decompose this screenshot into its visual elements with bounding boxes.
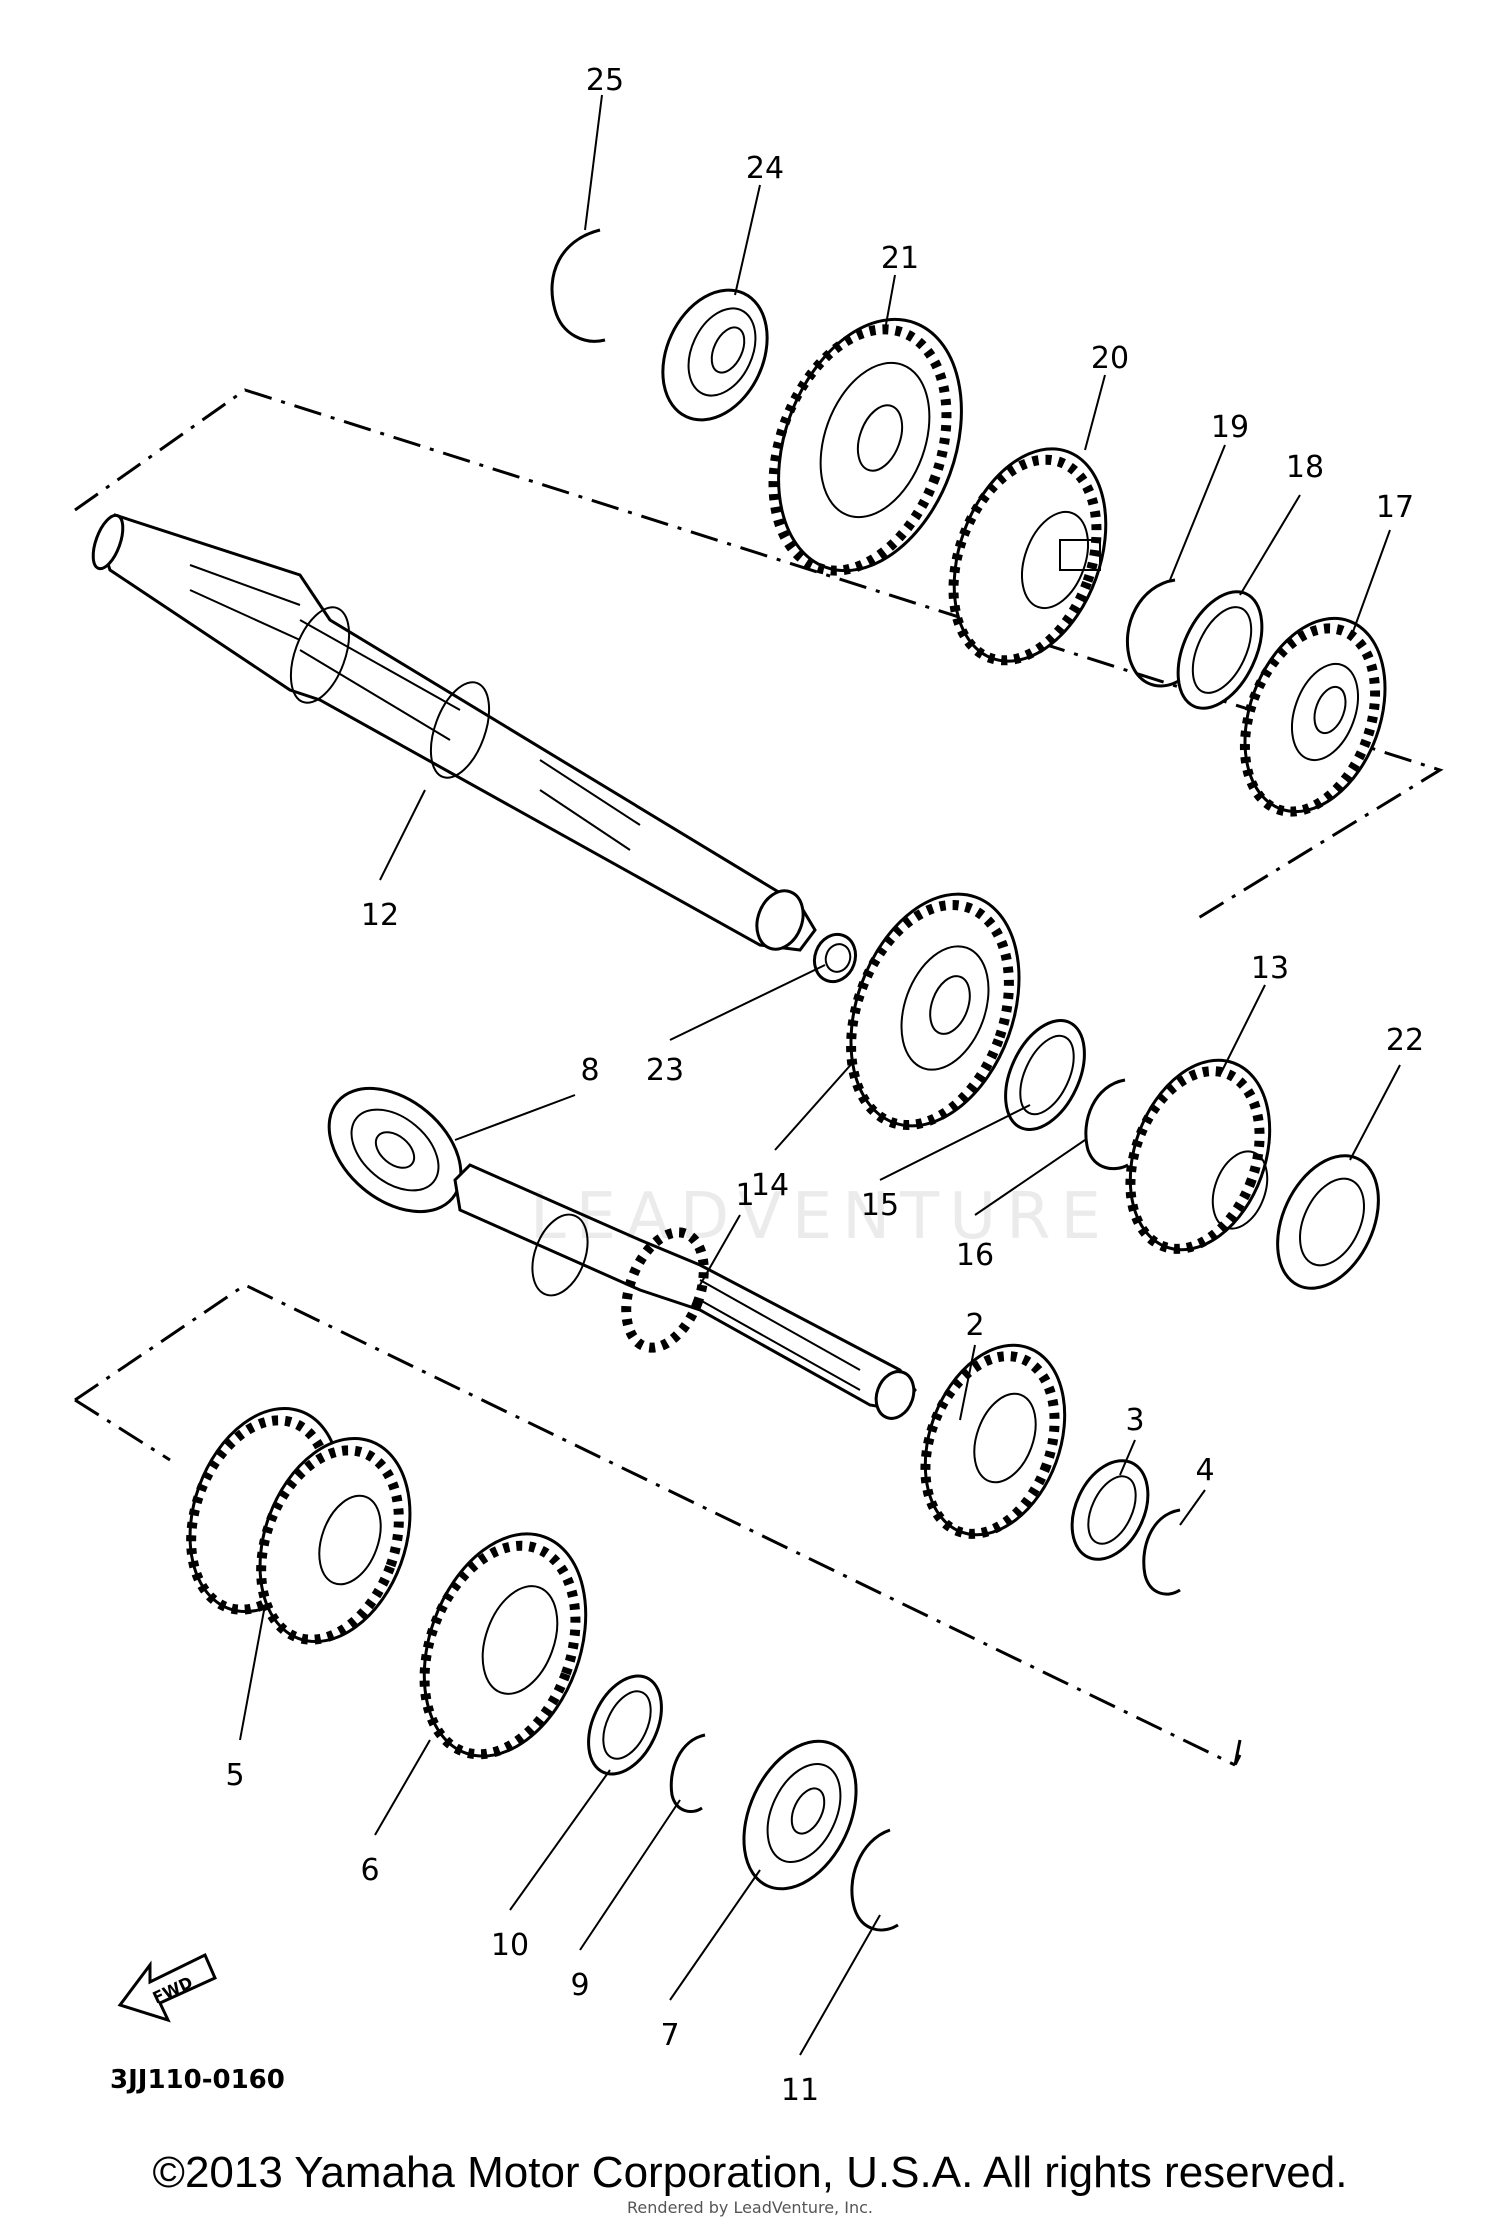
label-12: 12 <box>361 898 399 933</box>
label-8: 8 <box>580 1053 599 1088</box>
diagram-code: 3JJ110-0160 <box>110 2065 285 2095</box>
label-3: 3 <box>1125 1403 1144 1438</box>
label-20: 20 <box>1091 341 1129 376</box>
gear-6 <box>419 1532 588 1760</box>
gear-17 <box>1239 616 1387 817</box>
leader-lines <box>239 94 1401 2056</box>
label-4: 4 <box>1195 1453 1214 1488</box>
label-18: 18 <box>1286 450 1324 485</box>
bushing-23 <box>812 932 858 984</box>
bearing-7 <box>742 1739 858 1891</box>
washer-15 <box>1004 1019 1086 1131</box>
gear-2 <box>920 1343 1067 1539</box>
label-16: 16 <box>956 1238 994 1273</box>
circlip-11 <box>850 1828 899 1932</box>
gear-5 <box>186 1406 412 1645</box>
lower-boundary-left-return <box>74 1398 171 1462</box>
label-19: 19 <box>1211 410 1249 445</box>
label-17: 17 <box>1376 490 1414 525</box>
label-2: 2 <box>965 1308 984 1343</box>
upper-assembly-boundary <box>74 388 1444 922</box>
shaft-1 <box>453 1163 917 1420</box>
label-21: 21 <box>881 241 919 276</box>
circlip-16 <box>1084 1078 1129 1171</box>
copyright-notice: ©2013 Yamaha Motor Corporation, U.S.A. A… <box>152 2148 1348 2197</box>
bearing-8 <box>327 1086 463 1214</box>
watermark: LEADVENTURE <box>530 1180 1111 1254</box>
label-9: 9 <box>570 1968 589 2003</box>
gear-14 <box>846 892 1021 1130</box>
label-11: 11 <box>781 2073 819 2108</box>
circlip-9 <box>669 1733 706 1813</box>
circlip-25 <box>550 228 606 343</box>
label-24: 24 <box>746 151 784 186</box>
circlip-19 <box>1125 578 1181 688</box>
gear-21 <box>768 317 963 576</box>
label-22: 22 <box>1386 1023 1424 1058</box>
label-6: 6 <box>360 1853 379 1888</box>
label-23: 23 <box>646 1053 684 1088</box>
label-13: 13 <box>1251 951 1289 986</box>
label-7: 7 <box>660 2018 679 2053</box>
washer-10 <box>587 1674 663 1776</box>
bearing-24 <box>661 288 769 422</box>
label-1: 1 <box>735 1178 754 1213</box>
circlip-4 <box>1142 1508 1181 1596</box>
gear-13 <box>1125 1058 1272 1254</box>
bearing-22 <box>1276 1154 1380 1290</box>
lower-assembly-boundary <box>74 1283 1242 1767</box>
label-25: 25 <box>586 63 624 98</box>
washer-18 <box>1176 590 1264 710</box>
fwd-arrow-icon: FWD <box>117 1952 217 2023</box>
label-14: 14 <box>751 1168 789 1203</box>
label-15: 15 <box>861 1188 899 1223</box>
shaft-12 <box>91 513 817 952</box>
gear-20 <box>948 447 1108 666</box>
label-5: 5 <box>225 1758 244 1793</box>
washer-3 <box>1070 1459 1150 1561</box>
label-10: 10 <box>491 1928 529 1963</box>
rendered-by-credit: Rendered by LeadVenture, Inc. <box>627 2198 873 2217</box>
